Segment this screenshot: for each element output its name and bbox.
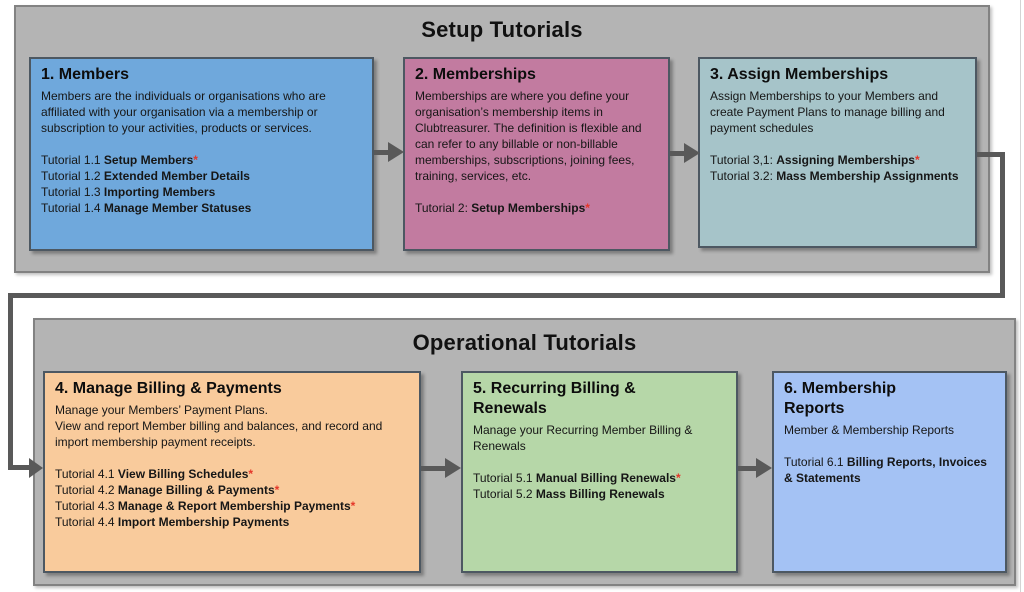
operational-tutorials-section: Operational Tutorials 4. Manage Billing … — [33, 318, 1016, 586]
box-membership-reports: 6. Membership Reports Member & Membershi… — [772, 371, 1007, 573]
tutorial-prefix: Tutorial 4.2 — [55, 483, 118, 497]
arrow-members-to-memberships-icon — [374, 142, 404, 162]
arrow-head-icon — [445, 458, 461, 478]
box-assign-memberships: 3. Assign Memberships Assign Memberships… — [698, 57, 977, 248]
required-star: * — [193, 153, 198, 167]
box-description: Member & Membership Reports — [784, 423, 955, 437]
tutorial-prefix: Tutorial 6.1 — [784, 455, 847, 469]
tutorial-name: Mass Billing Renewals — [535, 487, 665, 501]
tutorial-prefix: Tutorial 1.2 — [41, 169, 104, 183]
connector-segment-bottom-stem — [8, 465, 29, 470]
tutorial-name: Extended Member Details — [103, 169, 250, 183]
connector-segment-right-vertical — [1000, 152, 1005, 298]
box-title-assign-memberships: 3. Assign Memberships — [710, 66, 889, 83]
tutorial-list: Tutorial 6.1 Billing Reports, Invoices &… — [784, 454, 995, 486]
tutorial-item: Tutorial 6.1 Billing Reports, Invoices &… — [784, 454, 995, 486]
section-title-operational: Operational Tutorials — [412, 330, 637, 355]
tutorial-prefix: Tutorial 5.2 — [473, 487, 536, 501]
tutorial-item: Tutorial 5.2 Mass Billing Renewals — [473, 486, 726, 502]
connector-segment-top-right — [977, 152, 1005, 157]
tutorial-list: Tutorial 5.1 Manual Billing Renewals* Tu… — [473, 470, 726, 502]
tutorial-name: Import Membership Payments — [117, 515, 290, 529]
box-title-members: 1. Members — [41, 66, 130, 83]
box-title-memberships: 2. Memberships — [415, 66, 536, 83]
connector-segment-left-vertical — [8, 293, 13, 470]
box-description-line2: View and report Member billing and balan… — [55, 419, 383, 449]
arrow-recurring-to-reports-icon — [738, 458, 772, 478]
tutorial-prefix: Tutorial 1.1 — [41, 153, 104, 167]
required-star: * — [274, 483, 280, 497]
section-title-setup: Setup Tutorials — [421, 17, 583, 42]
tutorial-name: Setup Members — [103, 153, 194, 167]
connector-arrow-head-icon — [29, 458, 43, 478]
box-members: 1. Members Members are the individuals o… — [29, 57, 374, 251]
arrow-head-icon — [684, 143, 700, 163]
box-recurring-billing-renewals: 5. Recurring Billing & Renewals Manage y… — [461, 371, 738, 573]
tutorial-list: Tutorial 4.1 View Billing Schedules* Tut… — [55, 466, 409, 530]
tutorial-name: Manage & Report Membership Payments — [117, 499, 351, 513]
tutorial-item: Tutorial 3.2: Mass Membership Assignment… — [710, 168, 965, 184]
tutorial-item: Tutorial 5.1 Manual Billing Renewals* — [473, 470, 726, 486]
tutorial-item: Tutorial 4.4 Import Membership Payments — [55, 514, 409, 530]
tutorial-name: Importing Members — [103, 185, 216, 199]
tutorial-name: Assigning Memberships — [776, 153, 915, 167]
box-description: Manage your Recurring Member Billing & R… — [473, 423, 693, 453]
arrow-billing-to-recurring-icon — [421, 458, 461, 478]
box-title-recurring-billing: 5. Recurring Billing & Renewals — [473, 380, 636, 417]
box-memberships: 2. Memberships Memberships are where you… — [403, 57, 670, 251]
box-title-manage-billing: 4. Manage Billing & Payments — [55, 380, 282, 397]
arrow-stem — [670, 150, 684, 156]
tutorial-item: Tutorial 2: Setup Memberships* — [415, 200, 658, 216]
required-star: * — [350, 499, 356, 513]
tutorial-item: Tutorial 4.3 Manage & Report Membership … — [55, 498, 409, 514]
tutorial-name: Manage Member Statuses — [103, 201, 252, 215]
tutorial-name: Manual Billing Renewals — [535, 471, 676, 485]
tutorial-prefix: Tutorial 4.1 — [55, 467, 118, 481]
tutorial-name: Manage Billing & Payments — [117, 483, 275, 497]
tutorial-list: Tutorial 1.1 Setup Members* Tutorial 1.2… — [41, 152, 362, 216]
box-title-membership-reports: 6. Membership Reports — [784, 380, 897, 417]
tutorial-prefix: Tutorial 5.1 — [473, 471, 536, 485]
required-star: * — [585, 201, 590, 215]
tutorial-item: Tutorial 1.2 Extended Member Details — [41, 168, 362, 184]
tutorial-name: Mass Membership Assignments — [776, 169, 959, 183]
tutorial-prefix: Tutorial 3,1: — [710, 153, 777, 167]
arrow-stem — [374, 149, 388, 155]
connector-segment-middle-horizontal — [8, 293, 1005, 298]
arrow-head-icon — [756, 458, 772, 478]
tutorial-list: Tutorial 3,1: Assigning Memberships* Tut… — [710, 152, 965, 184]
arrow-stem — [421, 465, 445, 471]
tutorial-list: Tutorial 2: Setup Memberships* — [415, 200, 658, 216]
box-description: Members are the individuals or organisat… — [41, 89, 326, 135]
tutorial-item: Tutorial 1.3 Importing Members — [41, 184, 362, 200]
page-right-edge-divider — [1020, 0, 1021, 592]
tutorial-prefix: Tutorial 1.3 — [41, 185, 104, 199]
arrow-stem — [738, 465, 756, 471]
required-star: * — [914, 153, 920, 167]
box-description: Assign Memberships to your Members and c… — [710, 89, 945, 135]
tutorial-prefix: Tutorial 1.4 — [41, 201, 104, 215]
tutorial-item: Tutorial 1.4 Manage Member Statuses — [41, 200, 362, 216]
tutorial-item: Tutorial 4.2 Manage Billing & Payments* — [55, 482, 409, 498]
tutorial-item: Tutorial 1.1 Setup Members* — [41, 152, 362, 168]
tutorial-name: Billing Reports, Invoices & Statements — [784, 455, 987, 485]
arrow-memberships-to-assign-icon — [670, 143, 700, 163]
tutorial-prefix: Tutorial 4.3 — [55, 499, 118, 513]
required-star: * — [675, 471, 681, 485]
tutorial-prefix: Tutorial 2: — [415, 201, 472, 215]
required-star: * — [248, 467, 254, 481]
tutorial-item: Tutorial 4.1 View Billing Schedules* — [55, 466, 409, 482]
setup-tutorials-section: Setup Tutorials 1. Members Members are t… — [14, 5, 990, 273]
tutorial-name: View Billing Schedules — [117, 467, 249, 481]
arrow-head-icon — [388, 142, 404, 162]
box-description: Memberships are where you define your or… — [415, 89, 642, 183]
box-description: Manage your Members’ Payment Plans. — [55, 403, 268, 417]
tutorial-prefix: Tutorial 4.4 — [55, 515, 118, 529]
tutorial-prefix: Tutorial 3.2: — [710, 169, 777, 183]
box-manage-billing-payments: 4. Manage Billing & Payments Manage your… — [43, 371, 421, 573]
tutorial-name: Setup Memberships — [471, 201, 586, 215]
tutorial-item: Tutorial 3,1: Assigning Memberships* — [710, 152, 965, 168]
